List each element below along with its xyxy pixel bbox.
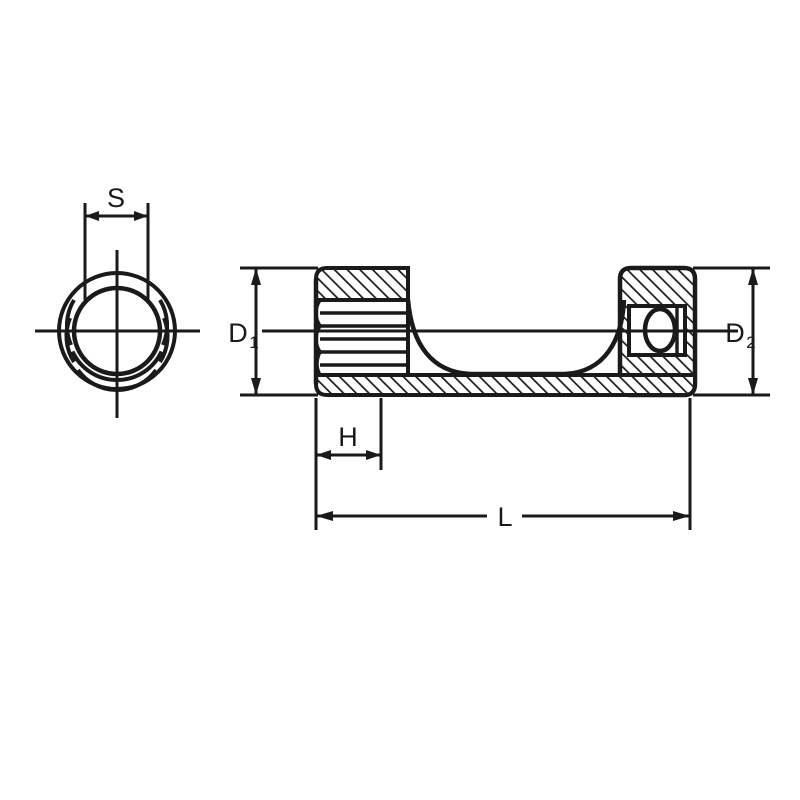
d2-arrowhead-bottom <box>748 378 758 395</box>
dimension-label-D1: D <box>228 318 248 348</box>
socket-bore-circle <box>71 285 163 377</box>
bottom-wall-outline <box>314 373 697 397</box>
socket-spline-lines <box>320 298 408 377</box>
end-view-group: S <box>35 183 200 418</box>
dimension-subscript-D1: 1 <box>249 333 258 352</box>
s-arrowhead-right <box>134 211 148 221</box>
dimension-label-S: S <box>107 183 125 213</box>
dimension-subscript-D2: 2 <box>746 333 755 352</box>
l-arrowhead-left <box>316 511 333 521</box>
socket-bore-flank-curves <box>314 299 322 376</box>
h-arrowhead-right <box>366 450 381 460</box>
d1-arrowhead-bottom <box>251 378 261 395</box>
left-wall-top-outline <box>314 266 410 302</box>
h-arrowhead-left <box>316 450 331 460</box>
left-wall-top-hatch <box>316 268 408 300</box>
dimension-label-H: H <box>338 422 358 452</box>
bottom-wall-hatch <box>316 375 695 395</box>
d2-arrowhead-top <box>748 268 758 285</box>
dimension-label-L: L <box>497 502 512 532</box>
l-arrowhead-right <box>673 511 690 521</box>
socket-chamfer-ring <box>64 317 170 393</box>
section-view-group: D 1 D 2 H L <box>228 265 770 532</box>
dimension-label-D2: D <box>725 318 745 348</box>
d1-arrowhead-top <box>251 268 261 285</box>
s-arrowhead-left <box>85 211 99 221</box>
central-cavity-curve <box>405 299 627 377</box>
twelve-point-profile <box>64 298 170 382</box>
